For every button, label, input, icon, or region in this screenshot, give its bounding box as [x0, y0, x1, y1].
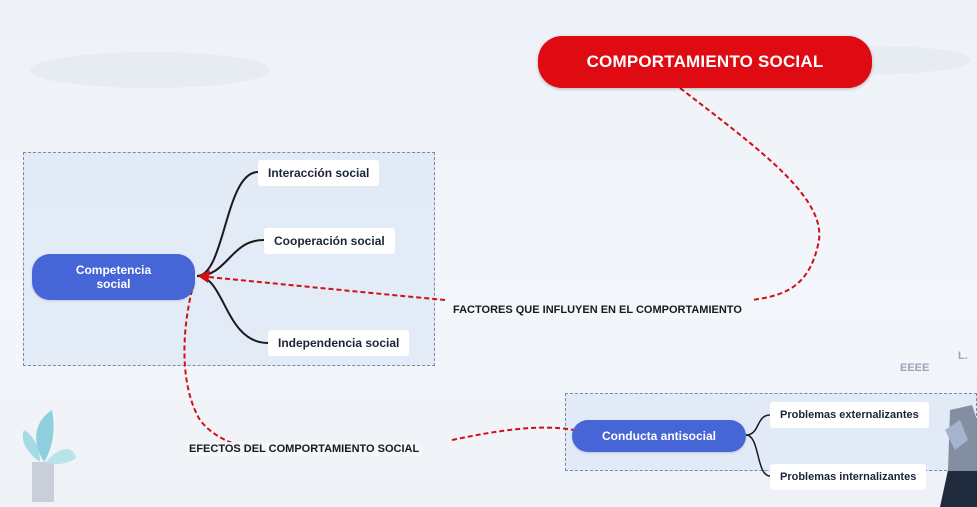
relation-label-factores: FACTORES QUE INFLUYEN EN EL COMPORTAMIEN… [450, 303, 745, 317]
relation-link-root [679, 87, 821, 301]
leaf-problemas-internalizantes[interactable]: Problemas internalizantes [770, 464, 927, 490]
branch-line [196, 171, 259, 277]
leaf-independencia-social[interactable]: Independencia social [268, 330, 410, 356]
node-conducta-antisocial[interactable]: Conducta antisocial [572, 420, 746, 452]
branch-line [196, 275, 269, 344]
arrow-head [198, 270, 210, 283]
node-competencia-social[interactable]: Competencia social [32, 254, 195, 300]
leaf-interaccion-social[interactable]: Interacción social [258, 160, 380, 186]
relation-link-conducta [451, 426, 575, 441]
cloud-shape [30, 52, 270, 88]
relation-link-efectos [183, 289, 251, 449]
plant-illustration [22, 410, 76, 502]
relation-link-factores [197, 275, 446, 301]
root-node[interactable]: COMPORTAMIENTO SOCIAL [538, 36, 872, 88]
leaf-problemas-externalizantes[interactable]: Problemas externalizantes [770, 402, 929, 428]
corner-logo-text: L. [958, 350, 968, 362]
branch-line [745, 434, 771, 477]
leaf-cooperacion-social[interactable]: Cooperación social [264, 228, 395, 254]
relation-label-efectos: EFECTOS DEL COMPORTAMIENTO SOCIAL [186, 442, 423, 456]
corner-logo-text: EEEE [900, 362, 930, 374]
branch-line [745, 414, 771, 436]
